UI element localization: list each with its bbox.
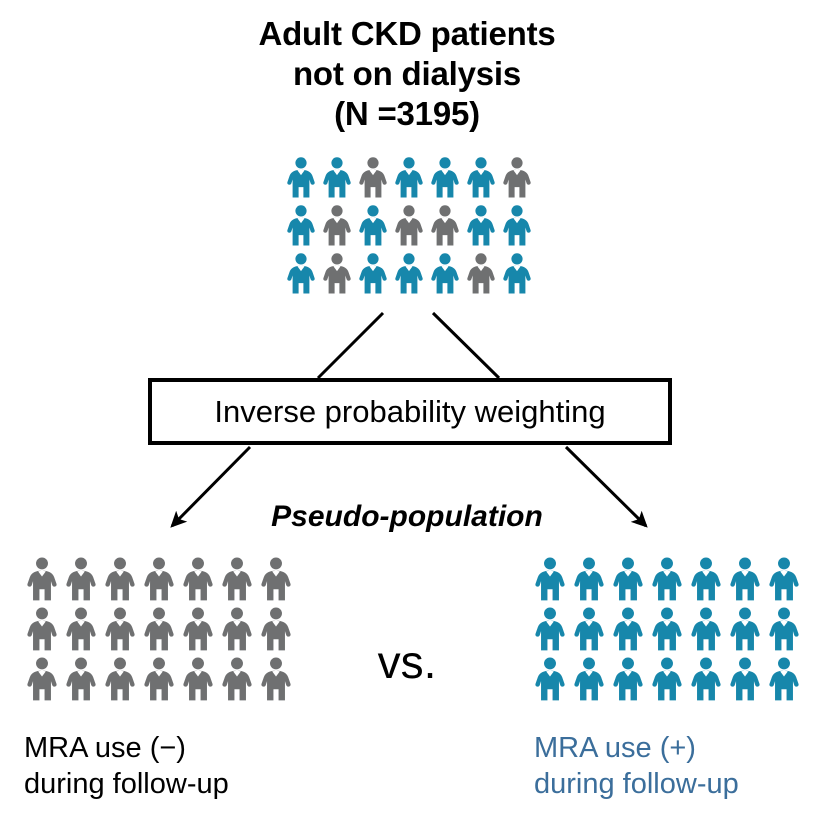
left-arm-caption: MRA use (−) during follow-up [24,730,229,802]
page-title: Adult CKD patients not on dialysis (N =3… [0,14,814,134]
right-arm-person-icon [612,556,651,606]
title-line-1: Adult CKD patients [258,15,556,52]
left-arm-person-icon [143,556,182,606]
cohort-person-icon [286,204,322,252]
right-arm-person-icon [573,606,612,656]
cohort-person-icon [430,156,466,204]
cohort-person-icon [430,252,466,300]
left-arm-caption-line-1: MRA use (−) [24,732,186,764]
right-arm-person-icon [768,656,807,706]
right-arm-caption-line-2: during follow-up [534,768,739,800]
pseudo-population-label: Pseudo-population [271,500,543,533]
cohort-person-icon [286,156,322,204]
inverse-probability-weighting-label: Inverse probability weighting [214,394,606,429]
right-arm-person-icon [651,606,690,656]
right-arm-person-icon [651,556,690,606]
cohort-person-icon [466,252,502,300]
right-arm-person-icon [612,606,651,656]
right-arm-person-icon [573,656,612,706]
cohort-person-icon [358,252,394,300]
right-arm-person-icon [534,606,573,656]
right-arm-person-icon [768,606,807,656]
left-arm-person-icon [65,606,104,656]
left-arm-person-icon [221,606,260,656]
left-arm-person-icon [65,556,104,606]
left-arm-person-icon [26,606,65,656]
right-arm-person-icon [729,606,768,656]
left-arm-person-icon [182,556,221,606]
left-arm-person-icon [260,556,299,606]
left-arm-caption-line-2: during follow-up [24,768,229,800]
cohort-person-icon [502,156,538,204]
cohort-person-icon [394,252,430,300]
left-arm-person-icon [104,606,143,656]
cohort-person-icon [394,156,430,204]
left-arm-person-icon [221,556,260,606]
right-arm-pictogram-grid [534,556,807,706]
left-arm-person-icon [260,606,299,656]
funnel-line-left [316,311,385,380]
left-arm-person-icon [26,556,65,606]
left-arm-person-icon [260,656,299,706]
right-arm-person-icon [534,656,573,706]
left-arm-person-icon [182,606,221,656]
left-arm-person-icon [104,656,143,706]
left-arm-person-icon [182,656,221,706]
right-arm-person-icon [729,656,768,706]
left-arm-person-icon [26,656,65,706]
right-arm-person-icon [534,556,573,606]
cohort-person-icon [430,204,466,252]
cohort-person-icon [466,204,502,252]
cohort-person-icon [502,252,538,300]
left-arm-person-icon [143,606,182,656]
cohort-person-icon [322,204,358,252]
cohort-person-icon [286,252,322,300]
right-arm-caption: MRA use (+) during follow-up [534,730,739,802]
cohort-person-icon [502,204,538,252]
left-arm-person-icon [65,656,104,706]
title-line-2: not on dialysis [292,55,522,92]
title-line-3: (N =3195) [334,95,480,132]
right-arm-person-icon [729,556,768,606]
cohort-person-icon [322,156,358,204]
right-arm-person-icon [612,656,651,706]
left-arm-pictogram-grid [26,556,299,706]
cohort-pictogram-grid [286,156,538,300]
right-arm-person-icon [690,556,729,606]
cohort-person-icon [358,204,394,252]
left-arm-person-icon [221,656,260,706]
funnel-line-right [431,311,501,380]
versus-label: vs. [377,636,437,688]
right-arm-person-icon [768,556,807,606]
right-arm-person-icon [690,606,729,656]
left-arm-person-icon [143,656,182,706]
right-arm-person-icon [573,556,612,606]
left-arm-person-icon [104,556,143,606]
inverse-probability-weighting-box: Inverse probability weighting [148,378,672,445]
cohort-person-icon [358,156,394,204]
cohort-person-icon [322,252,358,300]
cohort-person-icon [394,204,430,252]
cohort-person-icon [466,156,502,204]
right-arm-person-icon [690,656,729,706]
right-arm-caption-line-1: MRA use (+) [534,732,696,764]
right-arm-person-icon [651,656,690,706]
